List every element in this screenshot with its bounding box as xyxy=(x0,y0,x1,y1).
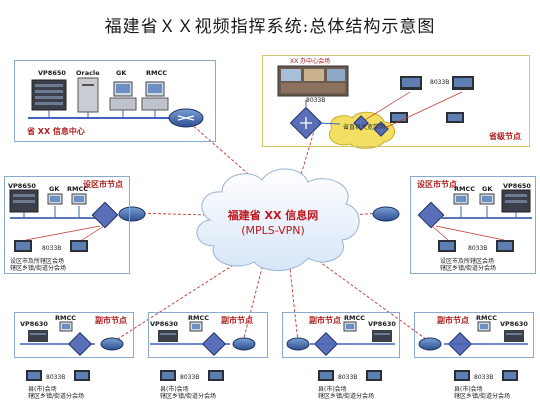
sub-node-4 xyxy=(418,321,528,381)
label-right-rmcc: RMCC xyxy=(454,185,476,193)
label-left-rmcc: RMCC xyxy=(67,185,89,193)
mpls-cloud xyxy=(196,168,360,272)
province-panel: 省级节点 xyxy=(262,55,530,147)
sub-node-code-2: 8033B xyxy=(180,374,200,381)
sub-node-panel-1: 副市节点 xyxy=(14,312,134,358)
sub-node-rmcc-1: RMCC xyxy=(55,314,77,322)
province-label: 省级节点 xyxy=(489,132,521,141)
label-right-vp8650: VP8650 xyxy=(503,182,531,190)
left-city-code: 8033B xyxy=(42,245,62,252)
right-city-venue-1: 设区市及所辖区会场 xyxy=(440,258,495,265)
cloud-subtitle: (MPLS-VPN) xyxy=(241,224,305,237)
label-left-gk: GK xyxy=(49,185,60,193)
right-city-code: 8033B xyxy=(468,245,488,252)
left-city-node xyxy=(9,189,146,252)
right-city-node xyxy=(372,189,532,252)
wan-link-sub-4 xyxy=(319,261,431,343)
sub-node-panel-2: 副市节点 xyxy=(148,312,268,358)
terminal-8033b-b xyxy=(452,76,474,90)
sub-node-rmcc-3: RMCC xyxy=(344,314,366,322)
cloud-name: 福建省 XX 信息网 xyxy=(227,209,319,222)
sub-node-code-4: 8033B xyxy=(474,374,494,381)
switch-icon xyxy=(91,201,119,229)
info-center-node xyxy=(28,77,204,128)
sub-node-venue-3b: 辖区乡镇/街道分会场 xyxy=(318,393,375,400)
sub-node-vp-2: VP8630 xyxy=(150,320,178,328)
gov-net-cloud xyxy=(328,111,395,149)
router-icon xyxy=(372,206,400,222)
sub-node-2 xyxy=(150,321,256,381)
province-code-right: 8033B xyxy=(430,79,450,86)
province-node xyxy=(277,65,474,149)
info-center-label: 省 XX 信息中心 xyxy=(27,127,85,136)
sub-node-rmcc-4: RMCC xyxy=(476,314,498,322)
wan-link-left-city xyxy=(132,212,209,216)
sub-node-panel-3: 副市节点 xyxy=(282,312,400,358)
label-left-vp8650: VP8650 xyxy=(8,182,36,190)
terminal-8033b-a xyxy=(400,76,422,90)
sub-node-venue-4b: 辖区乡镇/街道分会场 xyxy=(454,393,511,400)
left-city-label: 设区市节点 xyxy=(83,180,123,189)
left-city-venue-2: 辖区乡镇/街道分会场 xyxy=(10,265,67,272)
sub-node-vp-3: VP8630 xyxy=(368,320,396,328)
sub-node-venue-2b: 辖区乡镇/街道分会场 xyxy=(160,393,217,400)
sub-node-label-1: 副市节点 xyxy=(95,316,127,325)
sub-node-label-4: 副市节点 xyxy=(437,316,469,325)
wan-link-sub-3 xyxy=(289,267,299,343)
right-city-panel: 设区市节点 xyxy=(410,176,536,274)
sub-node-vp-1: VP8630 xyxy=(20,320,48,328)
wan-link-sub-2 xyxy=(242,267,263,343)
router-icon xyxy=(118,206,146,222)
label-vp8650: VP8650 xyxy=(38,69,66,77)
sub-node-label-3: 副市节点 xyxy=(309,316,341,325)
sub-node-code-3: 8033B xyxy=(338,374,358,381)
left-city-panel: 设区市节点 xyxy=(4,176,130,274)
sub-node-panel-4: 副市节点 xyxy=(414,312,534,358)
gov-net-label: 省直机关宽带网 xyxy=(342,124,385,131)
label-oracle: Oracle xyxy=(76,69,100,77)
province-code: 8033B xyxy=(306,97,326,104)
sub-node-venue-4a: 县(市)会场 xyxy=(454,386,483,393)
sub-node-venue-1b: 辖区乡镇/街道分会场 xyxy=(28,393,85,400)
right-city-label: 设区市节点 xyxy=(417,180,457,189)
cloud-label: 福建省 XX 信息网 (MPLS-VPN) xyxy=(198,208,348,238)
terminal-small xyxy=(390,112,464,123)
label-gk: GK xyxy=(116,69,127,77)
wan-link-province xyxy=(299,127,316,179)
sub-node-1 xyxy=(20,321,124,381)
wan-links xyxy=(112,122,431,343)
province-venue: XX 办中心会场 xyxy=(290,58,331,65)
sub-node-code-1: 8033B xyxy=(46,374,66,381)
label-rmcc: RMCC xyxy=(146,69,168,77)
left-city-venue-1: 设区市及所辖区会场 xyxy=(10,258,65,265)
info-center-panel: 省 XX 信息中心 xyxy=(14,60,216,142)
sub-node-3 xyxy=(286,321,395,381)
sub-node-venue-3a: 县(市)会场 xyxy=(318,386,347,393)
sub-node-vp-4: VP8630 xyxy=(500,320,528,328)
wan-link-info-center xyxy=(189,122,256,181)
right-city-venue-2: 辖区乡镇/街道分会场 xyxy=(440,265,497,272)
page-title: 福建省ＸＸ视频指挥系统:总体结构示意图 xyxy=(104,17,436,37)
sub-node-venue-1a: 县(市)会场 xyxy=(28,386,57,393)
label-right-gk: GK xyxy=(482,185,493,193)
sub-node-rmcc-2: RMCC xyxy=(188,314,210,322)
sub-node-label-2: 副市节点 xyxy=(221,316,253,325)
sub-node-venue-2a: 县(市)会场 xyxy=(160,386,189,393)
switch-icon xyxy=(417,201,445,229)
